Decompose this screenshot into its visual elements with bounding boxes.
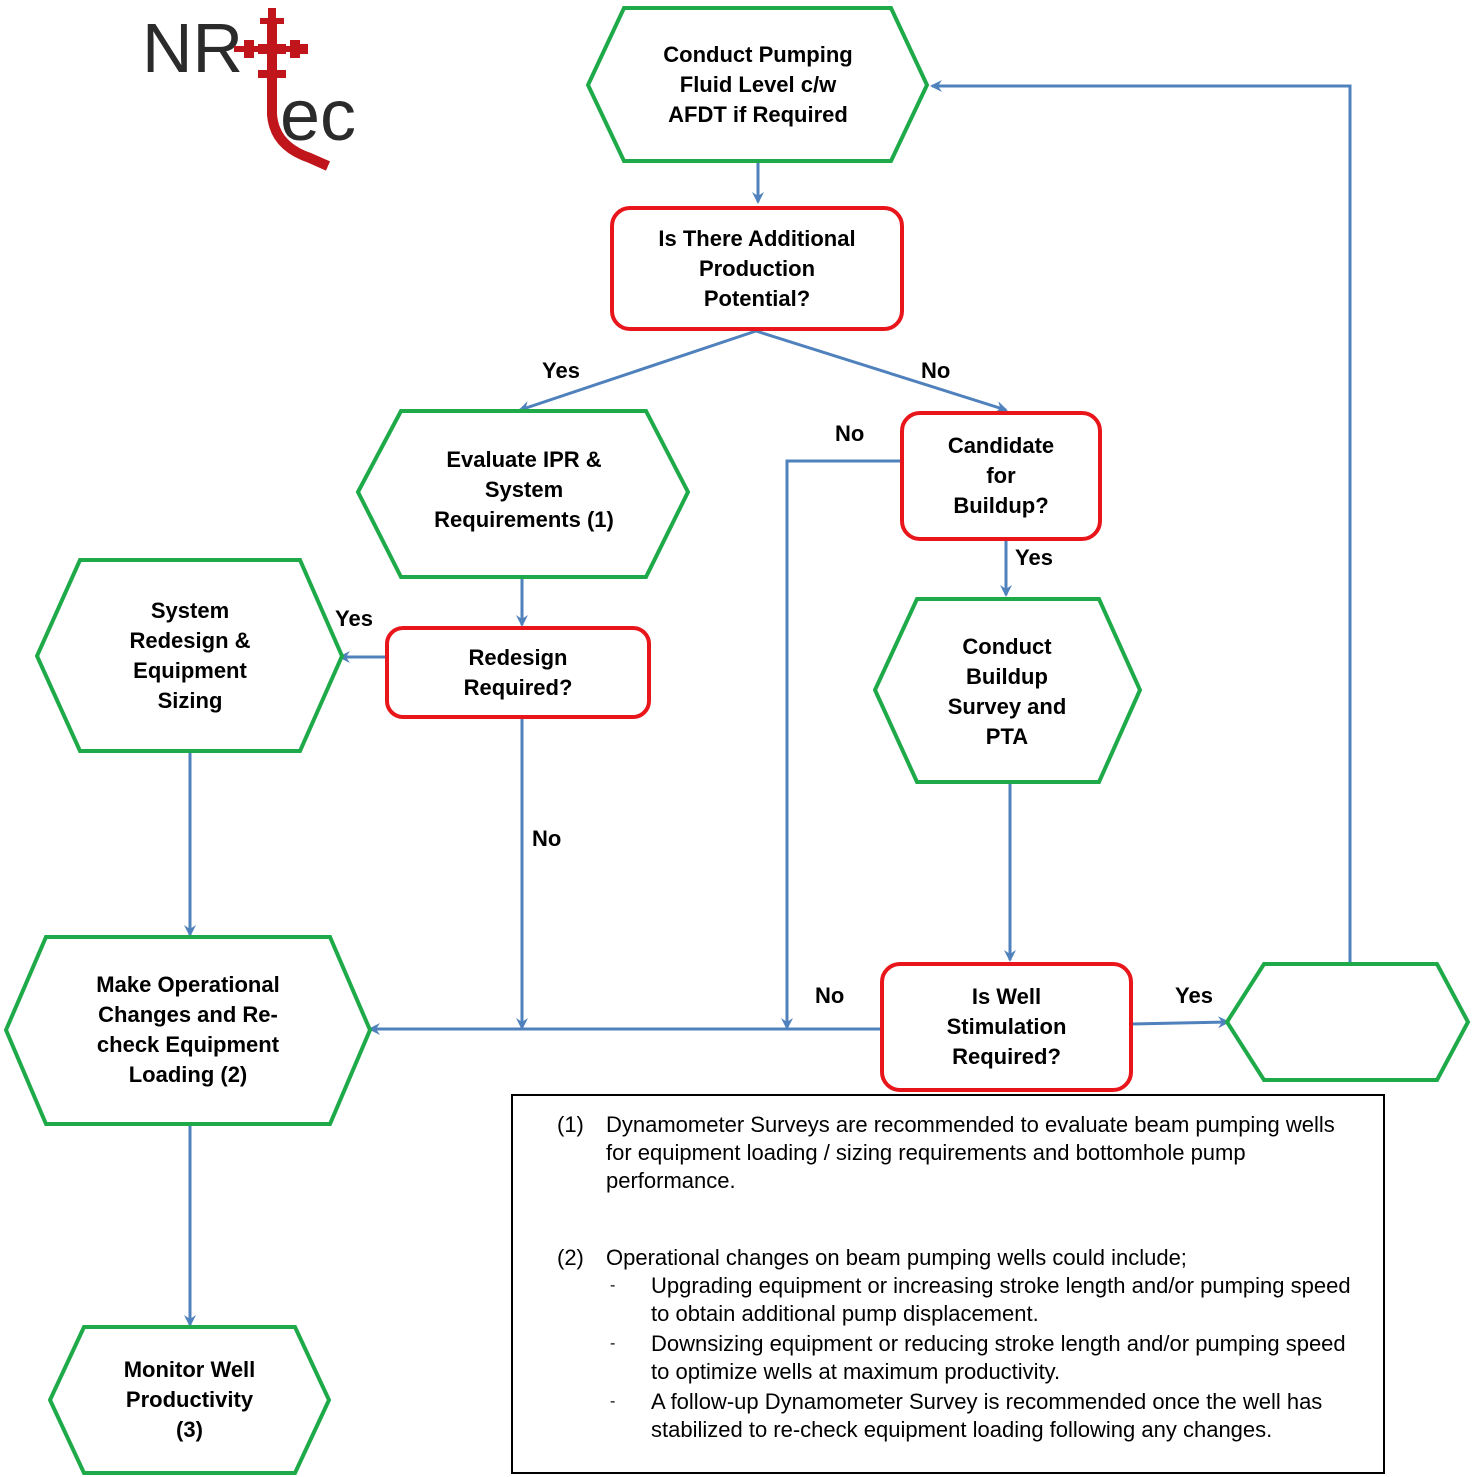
- edge-candidate-no: [781, 459, 902, 1030]
- blank-step-label: [1264, 964, 1437, 1080]
- decision-redesign-required: [385, 626, 651, 719]
- logo-graphic: NR ec: [142, 8, 356, 171]
- footnotes-box: (1) Dynamometer Surveys are recommended …: [511, 1094, 1385, 1474]
- decision-additional-potential: [610, 206, 904, 331]
- process-evaluate-ipr: [355, 409, 691, 579]
- note-2-bullet-marker: -: [610, 1277, 616, 1294]
- conduct-buildup-label: Conduct Buildup Survey and PTA: [947, 634, 1067, 749]
- stimulation-required-label: Is Well Stimulation Required?: [946, 984, 1067, 1069]
- note-2-bullet: A follow-up Dynamometer Survey is recomm…: [651, 1389, 1323, 1442]
- note-2-bullet-marker: -: [610, 1393, 616, 1410]
- edge-blank-to-pumping: [930, 80, 1352, 963]
- label-yes-stimulation: Yes: [1175, 983, 1213, 1008]
- label-no-stimulation: No: [815, 983, 845, 1008]
- process-conduct-pumping: [585, 6, 930, 163]
- nrtec-logo: NR ec: [140, 6, 375, 176]
- edge-potential-yes: [518, 329, 757, 413]
- label-yes-redesign: Yes: [335, 606, 373, 631]
- conduct-pumping-label: Conduct Pumping Fluid Level c/w AFDT if …: [663, 42, 853, 127]
- note-2-number: (2): [557, 1245, 584, 1270]
- additional-potential-label: Is There Additional Production Potential…: [658, 225, 856, 311]
- process-system-redesign: [34, 558, 345, 753]
- edge-stimulation-yes: [1130, 1016, 1230, 1029]
- decision-candidate-buildup: [900, 411, 1102, 541]
- label-no-candidate: No: [835, 421, 865, 446]
- evaluate-ipr-label: Evaluate IPR & System Requirements (1): [434, 447, 614, 532]
- edge-potential-no: [755, 329, 1008, 413]
- note-1-number: (1): [557, 1112, 584, 1137]
- candidate-buildup-label: Candidate for Buildup?: [947, 433, 1055, 518]
- process-conduct-buildup: [872, 597, 1143, 784]
- redesign-required-label: Redesign Required?: [463, 644, 573, 700]
- note-1-text: Dynamometer Surveys are recommended to e…: [606, 1112, 1335, 1193]
- process-monitor-well: [47, 1325, 332, 1475]
- process-blank-step: [1224, 962, 1471, 1082]
- system-redesign-label: System Redesign & Equipment Sizing: [129, 598, 251, 713]
- note-2-bullet-marker: -: [610, 1335, 616, 1352]
- note-2-bullet: Upgrading equipment or increasing stroke…: [651, 1273, 1351, 1326]
- label-no-potential: No: [921, 358, 951, 383]
- process-make-operational: [3, 935, 373, 1126]
- make-operational-label: Make Operational Changes and Re- check E…: [96, 972, 280, 1087]
- label-no-redesign: No: [532, 826, 562, 851]
- logo-text-ec: ec: [280, 76, 356, 156]
- note-2-text: Operational changes on beam pumping well…: [606, 1245, 1187, 1270]
- note-2-bullet: Downsizing equipment or reducing stroke …: [651, 1331, 1346, 1384]
- decision-stimulation-required: [880, 962, 1133, 1092]
- monitor-well-label: Monitor Well Productivity (3): [123, 1357, 256, 1442]
- label-yes-potential: Yes: [542, 358, 580, 383]
- logo-text-nr: NR: [142, 9, 243, 87]
- label-yes-candidate: Yes: [1015, 545, 1053, 570]
